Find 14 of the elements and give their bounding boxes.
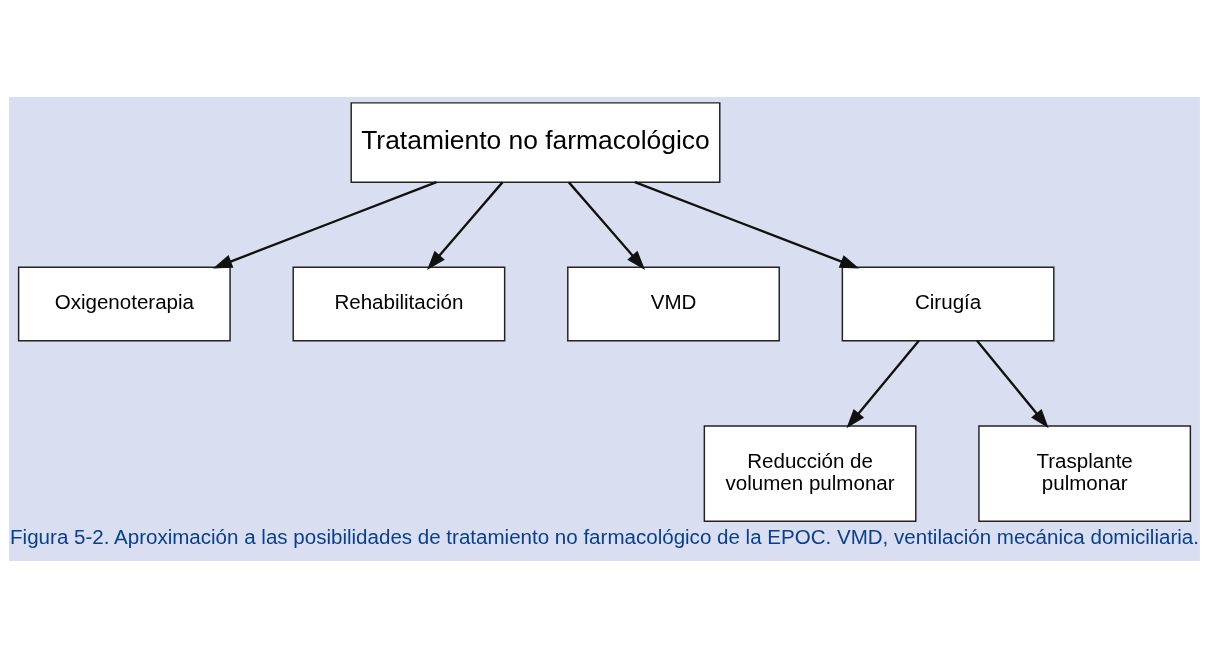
arrow bbox=[568, 181, 646, 270]
arrow bbox=[212, 180, 437, 268]
node-box: Reducción de volumen pulmonar bbox=[703, 424, 917, 522]
arrow bbox=[846, 339, 920, 428]
arrow bbox=[634, 180, 860, 268]
arrow bbox=[427, 181, 504, 270]
node-box: Tratamiento no farmacológico bbox=[350, 101, 721, 183]
node-box: Trasplante pulmonar bbox=[978, 424, 1192, 522]
node-box: Rehabilitación bbox=[292, 266, 506, 341]
arrow bbox=[976, 339, 1049, 428]
node-box: VMD bbox=[567, 266, 780, 341]
node-box: Oxigenoterapia bbox=[17, 266, 231, 341]
node-box: Cirugía bbox=[841, 266, 1055, 341]
caption: Figura 5-2. Aproximación a las posibilidades de tratamiento no farmacológico de la EPOC. VMD, ventilación mecánica domiciliaria. bbox=[10, 524, 1199, 548]
